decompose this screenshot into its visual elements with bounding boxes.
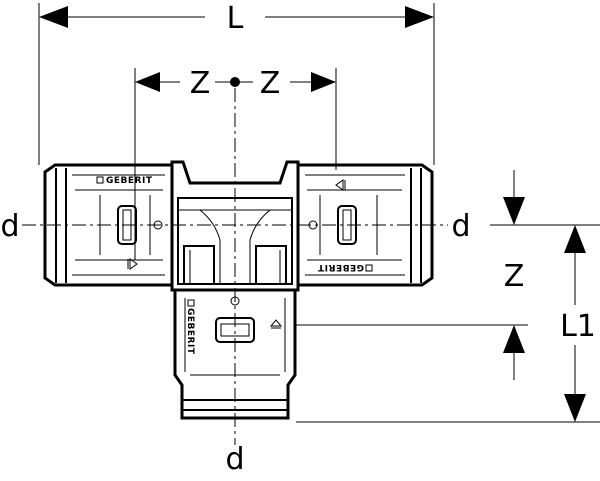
dimension-l: L: [38, 1, 435, 165]
diameter-label-branch: d: [225, 442, 244, 477]
arrow-head: [135, 72, 160, 92]
dimension-branch-right: Z L1: [296, 170, 600, 423]
brand-label-right: GEBERIT: [317, 262, 364, 272]
arrow-head: [564, 225, 586, 253]
dimension-label-z-branch: Z: [504, 259, 525, 294]
arrow-head: [564, 394, 586, 422]
dimension-label-z-left: Z: [190, 66, 211, 101]
arrow-head: [503, 325, 525, 353]
center-point-marker: [230, 77, 240, 87]
dimension-label-z-right: Z: [260, 66, 281, 101]
brand-label-branch: GEBERIT: [185, 308, 195, 355]
diameter-label-right: d: [451, 209, 470, 244]
dimension-label-l1: L1: [560, 309, 596, 344]
dimension-z-top: Z Z: [134, 66, 337, 260]
arrow-head: [503, 197, 525, 225]
branch-coupling-body: GEBERIT: [173, 288, 297, 420]
arrow-head: [405, 6, 434, 28]
diameter-label-left: d: [0, 209, 19, 244]
arrow-head: [311, 72, 336, 92]
dimension-label-l: L: [227, 1, 244, 36]
brand-label-left: GEBERIT: [106, 176, 153, 186]
arrow-head: [39, 6, 68, 28]
